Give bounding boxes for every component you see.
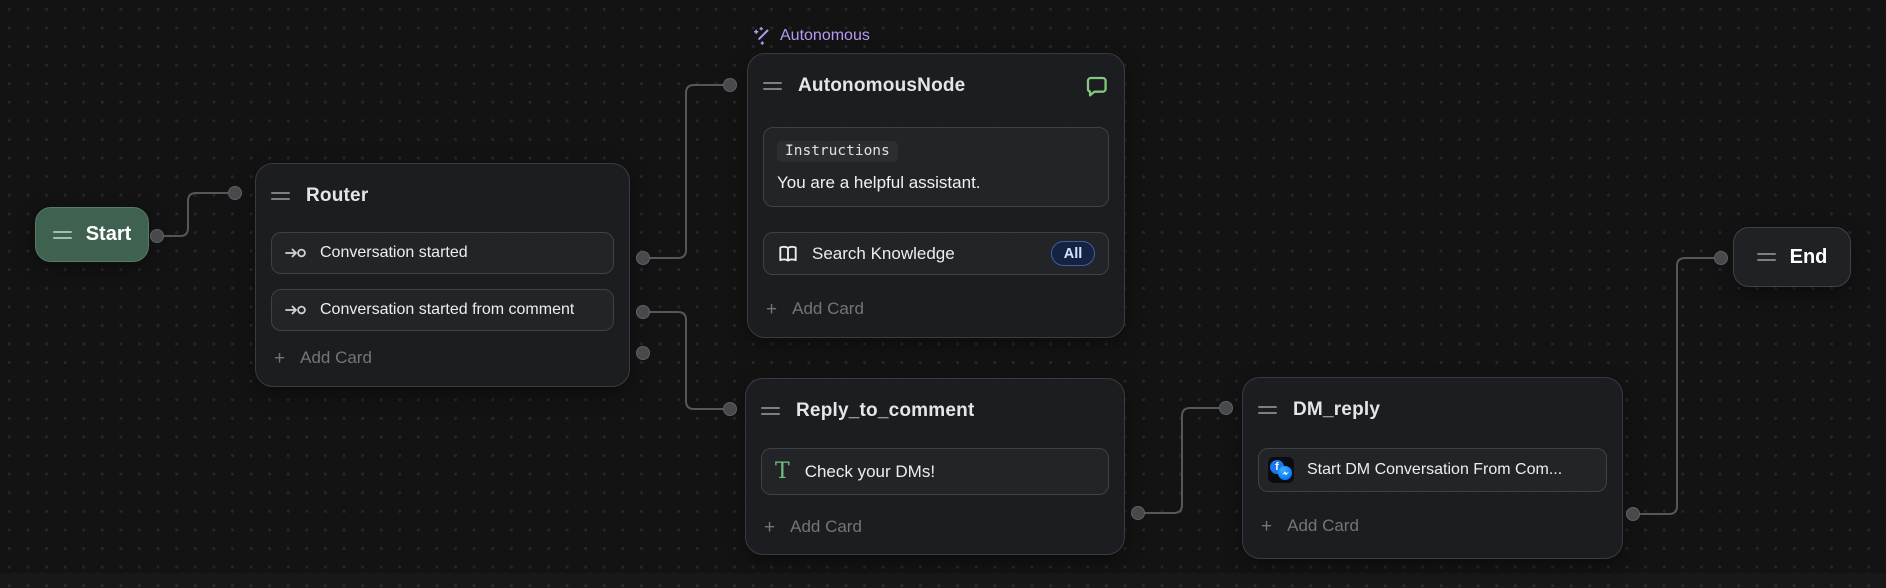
plus-icon: + <box>766 298 778 320</box>
autonomous-add-card-button[interactable]: + Add Card <box>763 299 1109 319</box>
edge-router-to-autonomous[interactable] <box>649 84 724 259</box>
node-autonomous-title: AutonomousNode <box>798 74 966 96</box>
plus-icon: + <box>274 347 286 369</box>
port-router-out-1[interactable] <box>636 251 650 265</box>
autonomous-badge-label: Autonomous <box>780 26 870 44</box>
text-icon: T <box>775 458 790 484</box>
drag-handle-icon[interactable] <box>1258 405 1277 414</box>
plus-icon: + <box>1261 515 1273 537</box>
search-knowledge-card[interactable]: Search Knowledge All <box>763 232 1109 275</box>
add-card-label: Add Card <box>790 517 862 536</box>
add-card-label: Add Card <box>300 348 372 367</box>
port-reply-out[interactable] <box>1131 506 1145 520</box>
node-dm-reply[interactable]: DM_reply f Start DM Conversation From Co… <box>1242 377 1623 559</box>
edge-start-to-router[interactable] <box>156 192 229 237</box>
search-knowledge-label: Search Knowledge <box>812 243 955 263</box>
chat-bubble-icon[interactable] <box>1084 74 1109 98</box>
add-card-label: Add Card <box>792 299 864 318</box>
edge-router-to-reply[interactable] <box>649 311 724 410</box>
dm-reply-add-card-button[interactable]: + Add Card <box>1258 516 1607 536</box>
router-card-conversation-started-from-comment[interactable]: Conversation started from comment <box>271 289 614 331</box>
canvas-bottom-strip <box>0 573 1886 588</box>
drag-handle-icon[interactable] <box>761 406 780 415</box>
node-router-title: Router <box>306 184 369 206</box>
drag-handle-icon[interactable] <box>52 230 72 239</box>
port-autonomous-in[interactable] <box>723 78 737 92</box>
trigger-arrow-icon <box>285 305 306 315</box>
text-message-label: Check your DMs! <box>804 461 936 481</box>
port-end-in[interactable] <box>1714 251 1728 265</box>
router-card-label: Conversation started <box>320 244 468 261</box>
edge-dmreply-to-end[interactable] <box>1639 257 1715 515</box>
node-end[interactable]: End <box>1733 227 1851 287</box>
instructions-card[interactable]: Instructions You are a helpful assistant… <box>763 127 1109 207</box>
port-dmreply-out[interactable] <box>1626 507 1640 521</box>
node-reply-title: Reply_to_comment <box>796 399 975 421</box>
messenger-icon: f <box>1268 457 1294 483</box>
messenger-bolt-icon <box>1278 466 1292 480</box>
port-router-out-3[interactable] <box>636 346 650 360</box>
node-dm-reply-title: DM_reply <box>1293 398 1381 420</box>
node-start-label: Start <box>85 223 132 245</box>
text-message-card[interactable]: T Check your DMs! <box>761 448 1109 495</box>
port-dmreply-in[interactable] <box>1219 401 1233 415</box>
port-reply-in[interactable] <box>723 402 737 416</box>
node-autonomous[interactable]: AutonomousNode Instructions You are a he… <box>747 53 1125 338</box>
router-card-conversation-started[interactable]: Conversation started <box>271 232 614 274</box>
node-router[interactable]: Router Conversation started Conversation… <box>255 163 630 387</box>
open-book-icon <box>779 245 797 262</box>
plus-icon: + <box>764 516 776 538</box>
port-start-out[interactable] <box>150 229 164 243</box>
edge-reply-to-dmreply[interactable] <box>1144 407 1220 514</box>
dm-conversation-card[interactable]: f Start DM Conversation From Com... <box>1258 448 1607 492</box>
port-router-out-2[interactable] <box>636 305 650 319</box>
router-add-card-button[interactable]: + Add Card <box>271 348 614 368</box>
reply-add-card-button[interactable]: + Add Card <box>761 517 1109 537</box>
router-card-label: Conversation started from comment <box>320 301 575 318</box>
drag-handle-icon[interactable] <box>763 81 782 90</box>
drag-handle-icon[interactable] <box>1756 253 1776 261</box>
magic-wand-icon <box>753 26 769 45</box>
node-start[interactable]: Start <box>35 207 149 262</box>
node-end-label: End <box>1789 245 1828 268</box>
instructions-text: You are a helpful assistant. <box>777 173 981 192</box>
drag-handle-icon[interactable] <box>271 191 290 200</box>
instructions-chip: Instructions <box>777 141 898 162</box>
trigger-arrow-icon <box>285 248 306 258</box>
add-card-label: Add Card <box>1287 516 1359 535</box>
dm-conversation-label: Start DM Conversation From Com... <box>1307 461 1563 478</box>
knowledge-scope-badge[interactable]: All <box>1051 241 1095 266</box>
port-router-in[interactable] <box>228 186 242 200</box>
autonomous-badge: Autonomous <box>753 26 870 45</box>
node-reply-to-comment[interactable]: Reply_to_comment T Check your DMs! + Add… <box>745 378 1125 555</box>
